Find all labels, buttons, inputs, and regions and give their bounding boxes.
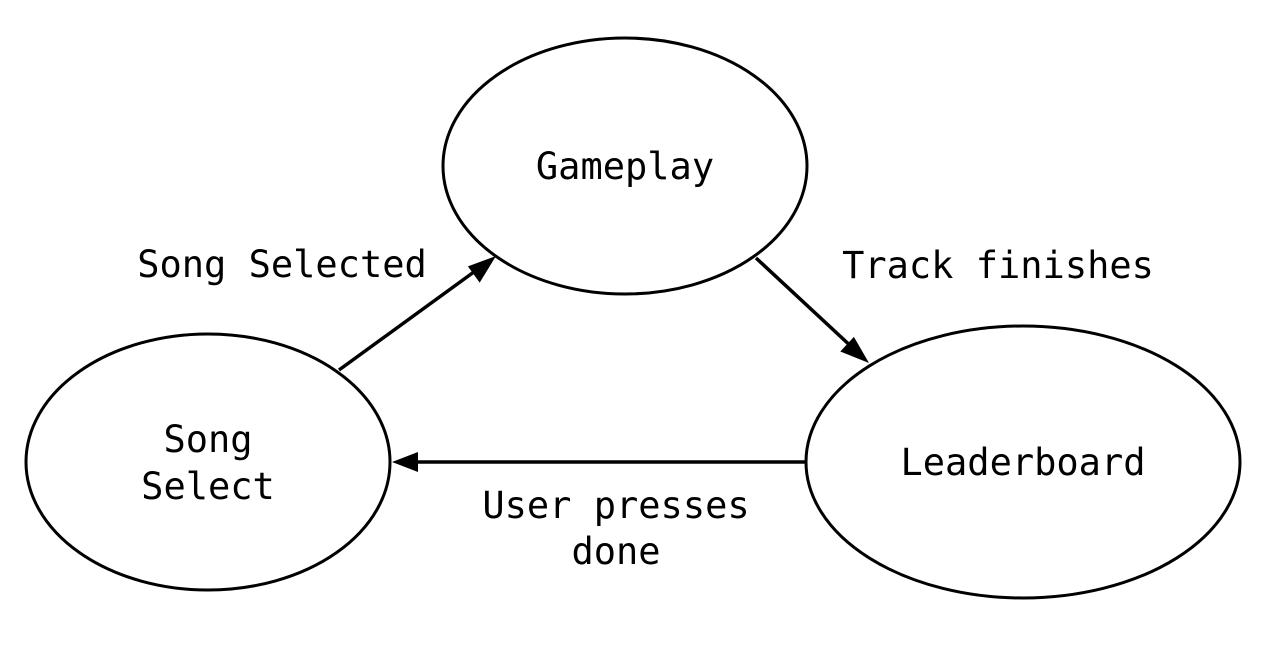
node-gameplay: Gameplay: [441, 36, 809, 296]
arrowhead-icon: [392, 452, 418, 472]
node-gameplay-label: Gameplay: [536, 145, 714, 188]
edge-song-select-to-gameplay: Song Selected: [137, 243, 496, 372]
node-song-select-label-line2: Select: [141, 465, 275, 508]
edge-label-song-selected: Song Selected: [137, 243, 427, 286]
edge-line: [337, 267, 480, 372]
arrowhead-icon: [840, 336, 869, 363]
edge-label-track-finishes: Track finishes: [842, 244, 1154, 287]
node-song-select: Song Select: [24, 332, 392, 592]
node-song-select-shape: [24, 332, 392, 592]
node-leaderboard-label: Leaderboard: [900, 441, 1145, 484]
edge-label-user-presses-line2: done: [571, 530, 660, 573]
edge-leaderboard-to-song-select: User presses done: [392, 452, 806, 573]
node-gameplay-shape: [441, 36, 809, 296]
edge-line: [754, 256, 857, 352]
node-leaderboard: Leaderboard: [804, 324, 1242, 600]
arrowhead-icon: [467, 256, 496, 283]
edge-gameplay-to-leaderboard: Track finishes: [754, 244, 1154, 363]
edge-label-user-presses-line1: User presses: [482, 484, 749, 527]
node-song-select-label-line1: Song: [163, 418, 252, 461]
